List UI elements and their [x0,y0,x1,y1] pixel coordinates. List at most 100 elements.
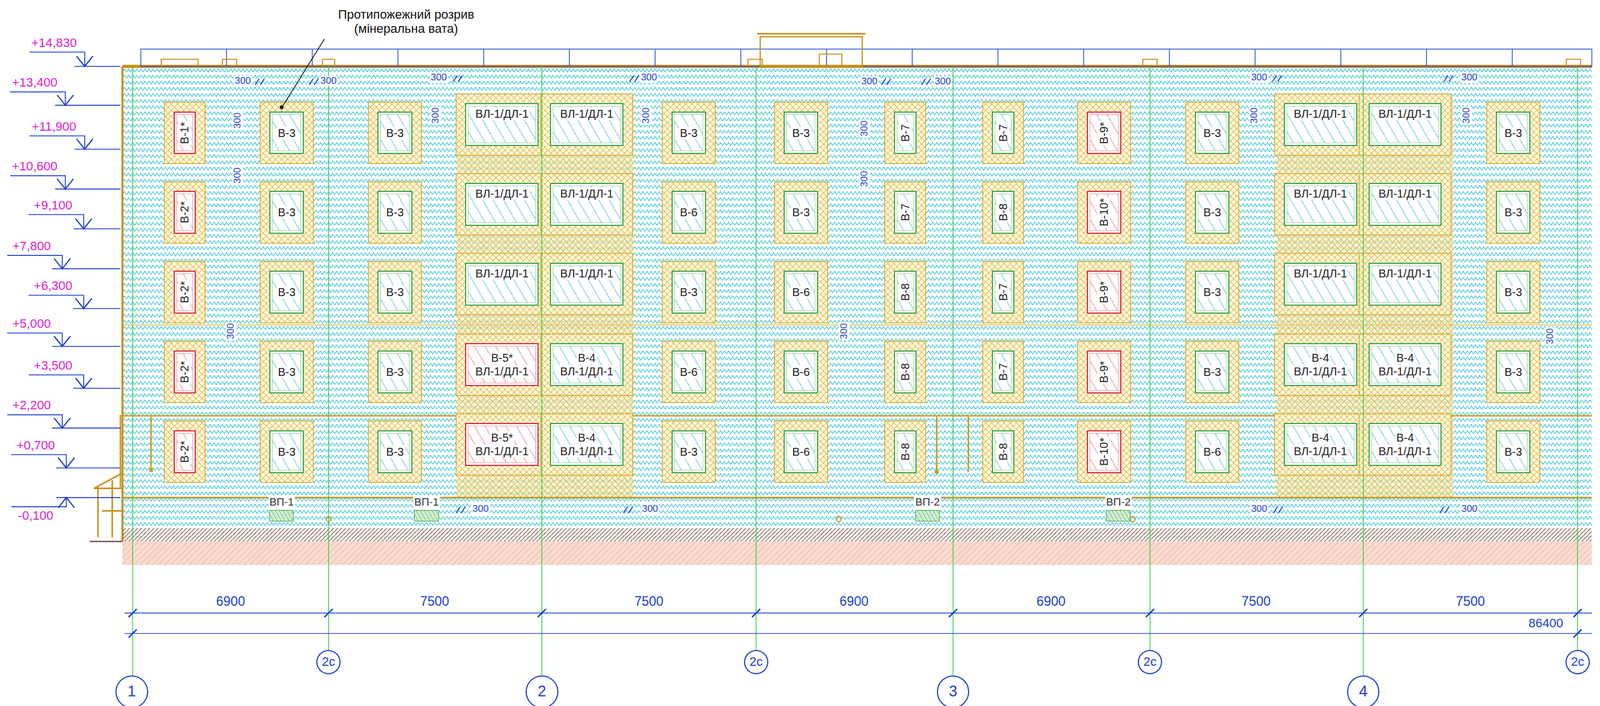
elevation-mark: +6,300 [33,278,73,293]
window-text-stack: ВЛ-1/ДЛ-1 [1369,263,1442,305]
window-box: В-7 [991,350,1015,394]
elevation-mark: +11,900 [31,119,77,134]
window-mark: В-3 [1503,285,1524,299]
fire-break-frame [368,261,422,323]
fire-break-frame [164,261,205,323]
fire-break-frame [368,101,422,163]
window-box: В-4ВЛ-1/ДЛ-1 [1368,342,1443,386]
window-mark: В-3 [276,205,297,219]
fire-break-frame [1185,420,1240,483]
window-box: В-7 [893,190,917,234]
dimension-value: 300 [838,321,850,341]
dimension-value: 300 [640,106,652,125]
fire-break-frame [662,181,716,243]
fire-break-frame [540,413,633,475]
fire-break-frame [164,341,205,403]
axis-number: 2c [1143,654,1157,669]
window-box: В-3 [269,111,304,155]
elevation-mark: +13,400 [11,75,58,90]
elevation-triangle [58,497,75,508]
window-box: В-3 [783,111,819,155]
fire-break-frame [1358,173,1451,235]
window-box: В-3 [377,190,412,234]
dimension-value: 300 [1249,502,1268,514]
drain-dot [836,515,842,522]
window-mark: В-3 [276,365,297,378]
dimension-value: 300 [858,169,870,188]
fire-break-frame [368,341,422,403]
elevation-mark: +14,830 [31,36,77,50]
fire-break-frame [1077,341,1131,403]
fire-break-frame [368,181,422,243]
window-box: В-9* [1086,350,1122,394]
window-box: В-2* [173,190,197,234]
fire-break-frame [884,261,926,323]
window-text-stack: В-3 [270,112,303,154]
axis-bubble: 4 [1347,674,1380,706]
window-mark: В-3 [276,126,297,140]
drainpipe [120,414,969,489]
window-mark: В-6 [790,445,811,458]
window-text-stack: В-4ВЛ-1/ДЛ-1 [1369,423,1442,465]
window-text-stack: В-3 [378,431,411,472]
level-line [73,307,121,309]
window-mark: В-8 [996,441,1010,462]
vent-box: ВП-1 [269,509,294,522]
fire-break-frame [1486,420,1541,483]
elevation-mark: -0,100 [18,508,54,523]
window-mark: В-10* [1097,436,1111,467]
window-box: В-6 [1194,429,1230,473]
window-mark: В-8 [899,282,912,303]
fire-break-frame [1358,173,1451,235]
elevation-leader [11,454,67,468]
level-line [54,104,120,106]
window-box: В-6 [671,190,707,234]
fire-break-frame [1185,420,1240,483]
fire-break-frame [982,101,1024,163]
fire-break-frame [1077,261,1131,323]
window-mark: В-4 [1395,431,1415,444]
elevation-leader [28,374,84,388]
window-mark: В-3 [678,445,699,458]
elevation-leader [10,175,66,189]
elevation-leader [7,414,63,428]
fire-break-frame [884,181,926,243]
window-box: В-7 [991,270,1015,314]
window-mark: В-6 [678,365,699,378]
window-text-stack: В-3 [1497,351,1530,393]
fire-break-frame [884,181,926,243]
window-text-stack: В-3 [672,271,705,313]
axis-bubble: 2 [525,674,559,706]
window-mark: ВЛ-1/ДЛ-1 [1292,364,1349,378]
axis-bubble: 1 [115,674,149,706]
window-box: В-3 [671,111,707,155]
window-mark: В-1* [178,120,191,145]
fire-break-frame [1185,261,1240,323]
window-mark: В-3 [384,126,405,140]
window-mark: В-4 [576,351,597,364]
window-box: В-6 [671,350,707,394]
fire-break-frame [1274,173,1367,235]
window-box: В-3 [1495,429,1531,473]
window-mark: В-3 [1202,205,1223,219]
window-mark: В-9* [1097,120,1111,145]
window-mark: В-3 [1503,445,1524,458]
window-text-stack: В-6 [784,351,817,393]
window-box: В-3 [1194,111,1230,155]
dimension-tick [128,608,1582,638]
window-mark: В-3 [790,126,811,140]
dimension-value: 300 [225,321,236,341]
dimension-value: 300 [1249,72,1268,84]
window-mark: В-4 [576,431,597,444]
axis-number: 3 [948,682,958,700]
window-box: ВЛ-1/ДЛ-1 [1368,102,1443,146]
fire-break-frame [1185,341,1240,403]
fire-break-frame [164,181,205,243]
fire-break-frame [1358,93,1451,156]
window-box: В-3 [671,429,707,473]
window-box: ВЛ-1/ДЛ-1 [465,102,539,146]
fire-break-frame [662,341,716,403]
fire-break-frame [1077,101,1131,163]
window-mark: В-3 [1202,126,1223,140]
plinth [122,497,1592,528]
